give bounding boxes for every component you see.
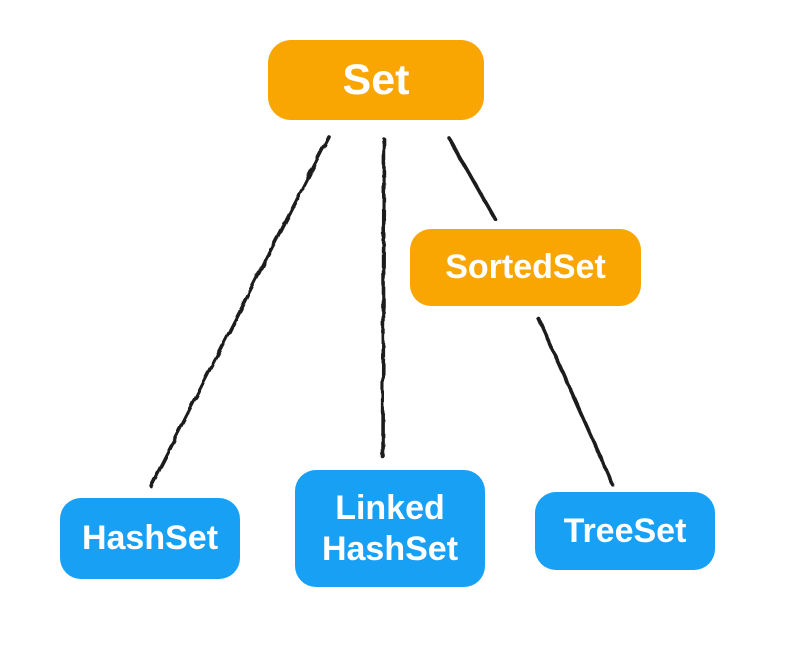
edge-set-hashset: [148, 134, 330, 487]
edge-set-linkedhashset: [380, 136, 385, 458]
node-set-label: Set: [342, 55, 410, 104]
node-set: Set: [268, 40, 484, 120]
node-linkedhashset-label: Linked HashSet: [321, 489, 459, 568]
node-hashset-label: HashSet: [81, 519, 219, 558]
node-hashset: HashSet: [60, 498, 240, 579]
edge-set-sortedset: [446, 135, 496, 220]
node-linkedhashset: Linked HashSet: [295, 470, 485, 587]
node-treeset: TreeSet: [535, 492, 715, 570]
node-treeset-label: TreeSet: [563, 511, 687, 550]
node-sortedset-label: SortedSet: [445, 248, 606, 287]
node-sortedset: SortedSet: [410, 229, 641, 306]
edge-sortedset-treeset: [536, 316, 614, 486]
